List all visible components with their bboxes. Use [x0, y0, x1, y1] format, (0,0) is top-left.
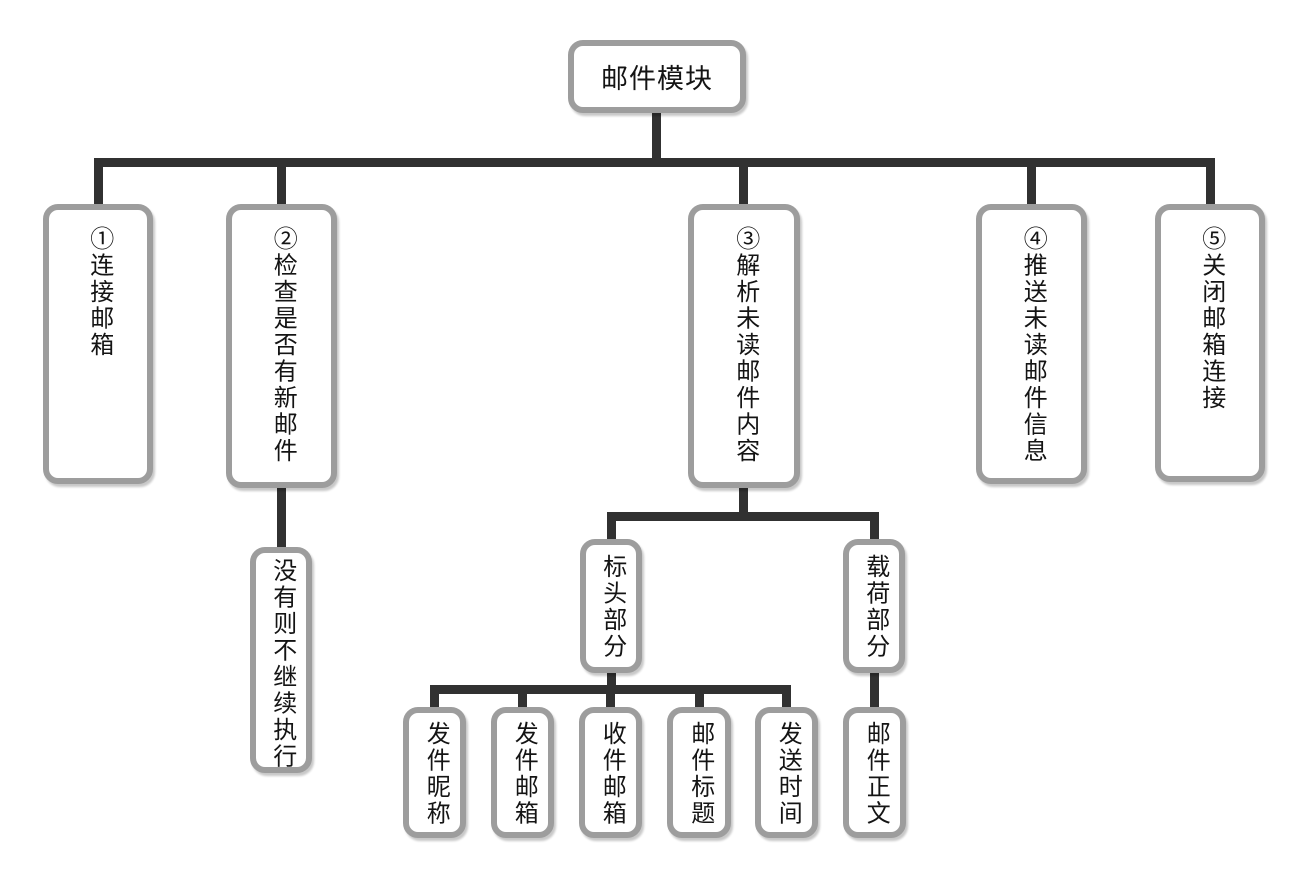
connector-level3-bar	[430, 685, 791, 694]
node-header-part: 标头部分	[580, 539, 642, 673]
connector-drop-step5	[1206, 167, 1215, 209]
node-label: ⑤关闭邮箱连接	[1197, 226, 1224, 412]
connector-payload-stem	[870, 671, 879, 711]
connector-drop-field4	[695, 694, 704, 710]
node-label: 载荷部分	[861, 554, 888, 660]
node-label: ①连接邮箱	[85, 226, 112, 359]
node-push-unread-info: ④推送未读邮件信息	[976, 204, 1087, 484]
node-label: 收件邮箱	[598, 721, 625, 827]
connector-level2-bar	[607, 512, 879, 521]
connector-drop-payload-part	[870, 521, 879, 543]
connector-drop-field1	[430, 694, 439, 710]
connector-root-stem	[652, 112, 661, 162]
connector-drop-header-part	[607, 521, 616, 543]
node-sender-nickname: 发件昵称	[403, 707, 466, 838]
node-no-mail-stop-note: 没有则不继续执行	[250, 547, 312, 773]
node-label: 没有则不继续执行	[268, 558, 295, 770]
node-mail-module: 邮件模块	[568, 40, 746, 113]
connector-drop-step1	[94, 167, 103, 209]
node-label: ②检查是否有新邮件	[269, 226, 296, 465]
connector-drop-step4	[1027, 167, 1036, 209]
node-label: ③解析未读邮件内容	[731, 226, 758, 465]
node-payload-part: 载荷部分	[843, 539, 905, 673]
node-mail-subject: 邮件标题	[667, 707, 731, 838]
node-label: 发件昵称	[422, 721, 449, 827]
node-label: 标头部分	[598, 554, 625, 660]
node-label: 发送时间	[774, 721, 801, 827]
node-label: 发件邮箱	[510, 721, 537, 827]
node-connect-mailbox: ①连接邮箱	[43, 204, 153, 484]
node-label: 邮件正文	[862, 721, 889, 827]
connector-step2-note-stem	[277, 484, 286, 550]
connector-step3-stem	[739, 486, 748, 512]
connector-level1-bar	[94, 158, 1215, 167]
node-parse-unread-content: ③解析未读邮件内容	[688, 204, 800, 488]
node-mail-body: 邮件正文	[843, 707, 906, 838]
connector-drop-field2	[518, 694, 527, 710]
node-close-connection: ⑤关闭邮箱连接	[1155, 204, 1265, 482]
node-label: 邮件模块	[601, 64, 713, 94]
node-sender-email: 发件邮箱	[491, 707, 554, 838]
connector-drop-step3	[739, 167, 748, 209]
node-recipient-email: 收件邮箱	[579, 707, 642, 838]
connector-drop-step2	[277, 167, 286, 209]
connector-drop-field5	[782, 694, 791, 710]
connector-header-stem	[607, 671, 616, 685]
connector-drop-field3	[606, 694, 615, 710]
node-label: 邮件标题	[686, 721, 713, 827]
node-check-new-mail: ②检查是否有新邮件	[226, 204, 337, 488]
node-label: ④推送未读邮件信息	[1019, 226, 1046, 465]
node-send-time: 发送时间	[755, 707, 818, 838]
